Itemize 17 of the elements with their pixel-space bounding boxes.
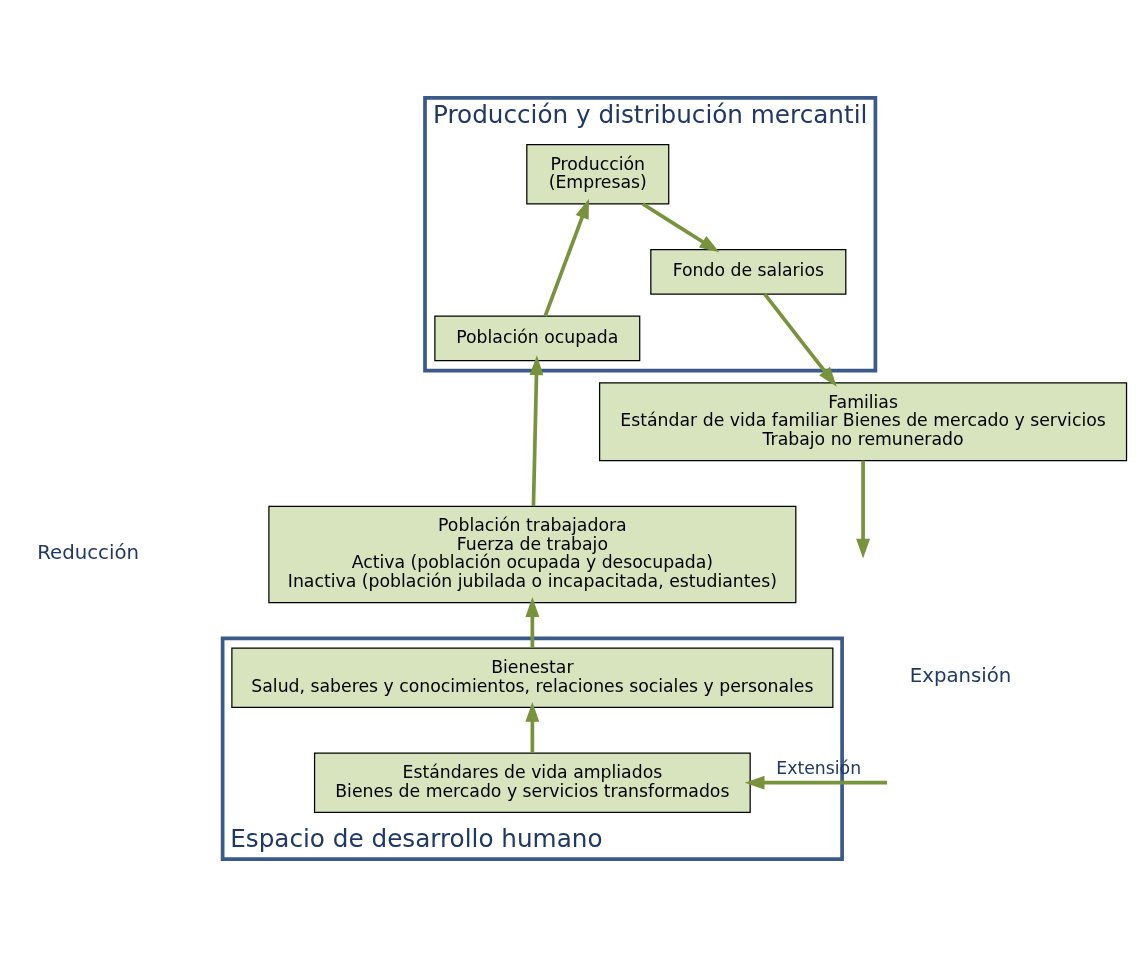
node-box: Bienestar Salud, saberes y conocimientos, relaciones sociales y personales	[231, 647, 834, 708]
arrow	[525, 596, 540, 648]
arrow	[641, 202, 720, 252]
node-box: Estándares de vida ampliados Bienes de mercado y servicios transformados	[313, 751, 751, 813]
arrow	[543, 198, 590, 317]
node-box: Producción (Empresas)	[526, 143, 670, 205]
node-box: Familias Estándar de vida familiar Bienes de mercado y servicios Trabajo no remunerado	[599, 381, 1128, 461]
node-box: Fondo de salarios	[650, 248, 847, 295]
arrow	[525, 701, 540, 753]
label: Reducción	[37, 540, 139, 564]
arrow	[529, 354, 544, 506]
node-box: Población ocupada	[434, 315, 641, 361]
arrow	[763, 292, 837, 387]
arrow	[856, 460, 870, 559]
node-box: Población trabajadora Fuerza de trabajo Activa (población ocupada y desocupada) Inactiva (población jubilada o incapacitada, estudiantes)	[268, 505, 797, 603]
arrow	[744, 775, 887, 790]
label: Expansión	[909, 663, 1012, 687]
